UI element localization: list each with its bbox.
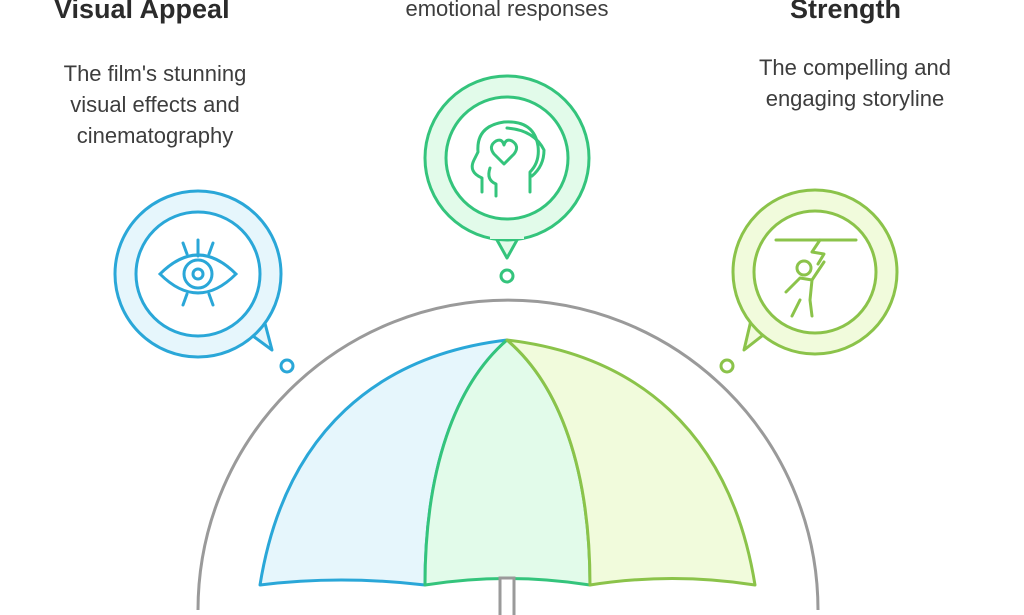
description-strength: The compelling and engaging storyline: [720, 52, 990, 114]
connector-dot-middle: [499, 268, 515, 284]
eye-icon: [157, 238, 239, 307]
outer-arc: [196, 298, 820, 611]
umbrella-panel-right: [505, 338, 757, 587]
description-line: cinematography: [76, 123, 234, 148]
connector-dot-left: [279, 358, 295, 374]
connector-dot-right: [719, 358, 735, 374]
bubble-emotional: [423, 74, 591, 260]
umbrella-handle: [498, 576, 516, 615]
heading-visual-appeal: Visual Appeal: [54, 0, 230, 24]
description-emotional: emotional responses: [357, 0, 657, 24]
description-line: The film's stunning: [63, 61, 247, 86]
person-reaching-icon: [774, 238, 858, 318]
bubble-strength: [731, 188, 899, 356]
heading-strength: Strength: [790, 0, 901, 24]
heart-head-icon: [470, 120, 546, 198]
description-line: visual effects and: [70, 92, 240, 117]
description-line: emotional responses: [405, 0, 609, 21]
bubble-visual-appeal: [113, 189, 283, 359]
description-visual-appeal: The film's stunning visual effects and c…: [30, 58, 280, 151]
description-line: engaging storyline: [765, 86, 945, 111]
description-line: The compelling and: [758, 55, 951, 80]
